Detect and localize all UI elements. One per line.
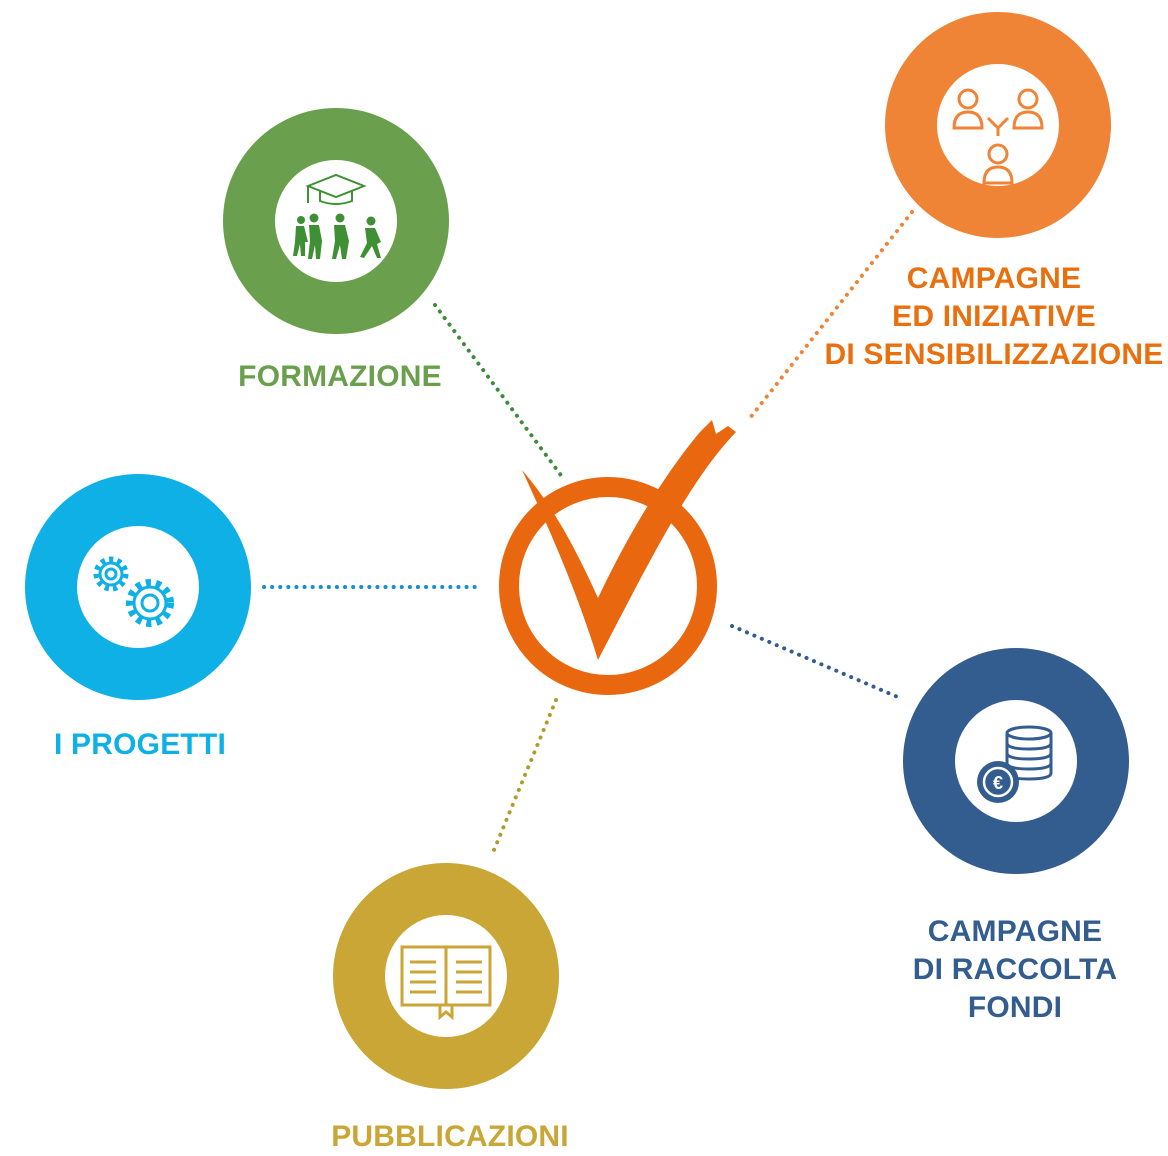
svg-text:€: €	[993, 773, 1003, 793]
connector-pubblicazioni	[492, 698, 558, 852]
label-raccolta-fondi: CAMPAGNE DI RACCOLTA FONDI	[885, 913, 1145, 1027]
graduation-group-icon	[293, 173, 381, 259]
label-pubblicazioni: PUBBLICAZIONI	[300, 1118, 600, 1156]
connector-campagne-sensibilizzazione	[748, 210, 914, 420]
label-campagne-sensibilizzazione-line-2: ED INIZIATIVE	[892, 300, 1096, 333]
label-raccolta-fondi-line-3: FONDI	[967, 991, 1063, 1024]
node-campagne-sensibilizzazione	[885, 12, 1111, 238]
node-pubblicazioni	[333, 863, 559, 1089]
node-raccolta-fondi: €	[903, 648, 1129, 874]
gears-icon	[93, 556, 174, 627]
label-formazione-line-1: FORMAZIONE	[238, 360, 442, 393]
connector-raccolta-fondi	[730, 624, 902, 700]
label-campagne-sensibilizzazione-line-1: CAMPAGNE	[906, 262, 1082, 295]
open-book-icon	[400, 945, 492, 1021]
checkmark-circle-icon	[499, 420, 736, 695]
label-campagne-sensibilizzazione: CAMPAGNE ED INIZIATIVE DI SENSIBILIZZAZI…	[820, 260, 1168, 374]
label-campagne-sensibilizzazione-line-3: DI SENSIBILIZZAZIONE	[824, 338, 1164, 371]
people-network-icon	[952, 88, 1044, 185]
connector-formazione	[433, 303, 565, 480]
node-formazione	[223, 108, 449, 334]
label-pubblicazioni-line-1: PUBBLICAZIONI	[331, 1120, 569, 1153]
euro-coins-icon: €	[977, 725, 1053, 803]
node-progetti	[25, 474, 251, 700]
label-raccolta-fondi-line-2: DI RACCOLTA	[912, 953, 1118, 986]
label-formazione: FORMAZIONE	[215, 358, 465, 396]
label-raccolta-fondi-line-1: CAMPAGNE	[927, 915, 1103, 948]
label-progetti-line-1: I PROGETTI	[53, 728, 226, 761]
label-progetti: I PROGETTI	[30, 726, 250, 764]
